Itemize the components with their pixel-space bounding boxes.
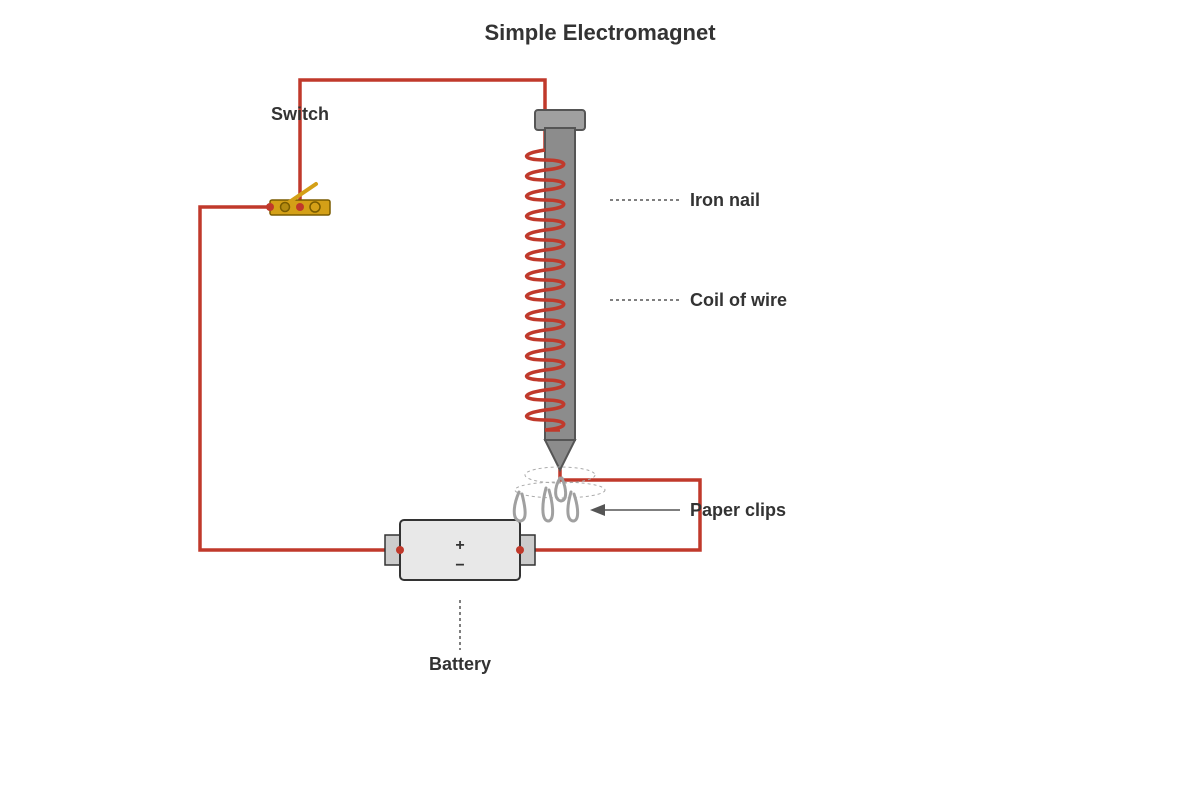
field-ring-lower bbox=[514, 481, 606, 499]
wire-switch-to-battery bbox=[198, 205, 400, 552]
switch-label: Switch bbox=[271, 104, 329, 124]
coil-of-wire bbox=[524, 148, 566, 432]
nail-tip bbox=[543, 439, 577, 473]
switch-lever[interactable] bbox=[286, 182, 318, 205]
circuit-wires bbox=[198, 78, 702, 552]
battery-icon: + − bbox=[384, 519, 536, 581]
paper-clip-icon bbox=[541, 486, 555, 523]
coil-of-wire-label: Coil of wire bbox=[690, 290, 787, 310]
switch-contact-dot bbox=[296, 203, 304, 211]
iron-nail-label: Iron nail bbox=[690, 190, 760, 210]
battery-right-node bbox=[516, 546, 524, 554]
paper-clips bbox=[512, 476, 580, 523]
nail-shaft bbox=[544, 127, 576, 441]
paper-clip-icon bbox=[512, 490, 527, 523]
battery-left-node bbox=[396, 546, 404, 554]
switch-terminal bbox=[309, 201, 321, 213]
battery-negative-sign: − bbox=[455, 557, 464, 574]
field-ring-upper bbox=[524, 466, 596, 484]
switch-pivot bbox=[279, 201, 291, 213]
diagram-title: Simple Electromagnet bbox=[484, 20, 716, 45]
paper-clip-icon bbox=[566, 490, 580, 523]
battery-label: Battery bbox=[429, 654, 491, 674]
paper-clips-label: Paper clips bbox=[690, 500, 786, 520]
battery-positive-sign: + bbox=[455, 537, 464, 554]
arrow-head-icon bbox=[590, 504, 605, 516]
wire-switch-to-coil bbox=[298, 78, 547, 200]
switch-icon[interactable] bbox=[266, 182, 331, 216]
switch-left-node bbox=[266, 203, 274, 211]
paper-clip-icon bbox=[554, 476, 568, 503]
